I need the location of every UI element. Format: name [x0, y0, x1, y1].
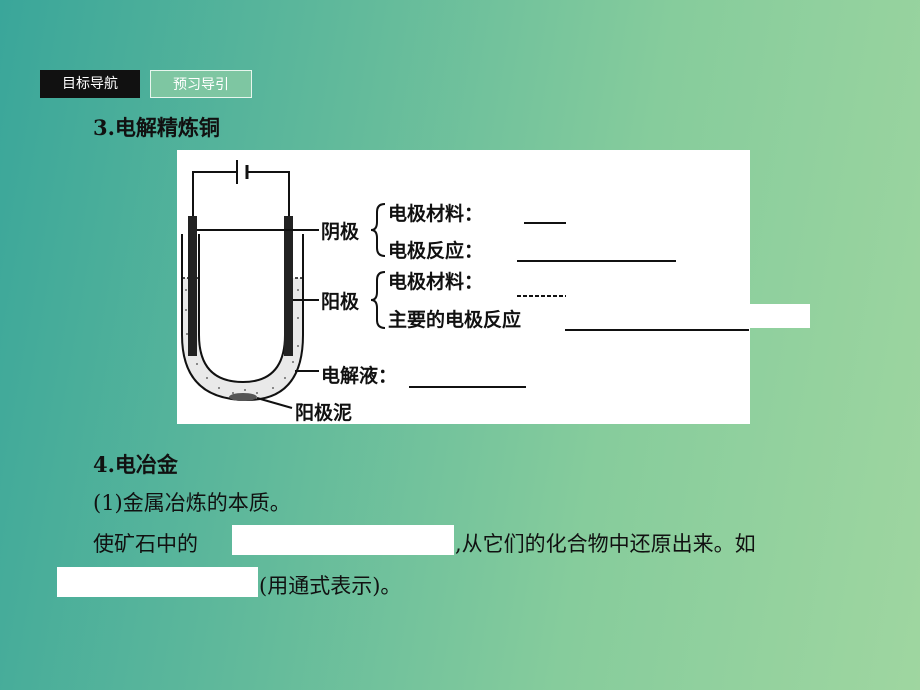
cathode-electrode — [188, 216, 197, 356]
circuit-wire — [192, 171, 290, 220]
tab-target-navigation[interactable]: 目标导航 — [40, 70, 140, 98]
cathode-label: 阴极 — [321, 221, 360, 243]
u-tube-inner — [198, 234, 286, 384]
cathode-reaction-label: 电极反应： — [388, 240, 484, 262]
anode-mud — [229, 393, 257, 401]
answer-blank-1 — [232, 525, 454, 555]
answer-blank-2 — [57, 567, 258, 597]
item-1-text: (1)金属冶炼的本质。 — [93, 491, 291, 515]
diagram-answer-cover — [748, 304, 810, 328]
section-3-title: 3.电解精炼铜 — [93, 115, 220, 140]
anode-mud-leader-line — [256, 397, 293, 409]
anode-label: 阳极 — [321, 291, 360, 313]
electrolyte-label: 电解液： — [321, 365, 398, 387]
cathode-material-label: 电极材料： — [388, 203, 484, 225]
electrolytic-refining-diagram: 阴极 电极材料： 电极反应： 阳极 电极材料： 主要的电极反应 电解液： 阳极泥 — [177, 150, 750, 424]
section-4-title: 4.电冶金 — [93, 452, 178, 477]
line-2-suffix: (用通式表示)。 — [259, 574, 402, 598]
anode-mud-label: 阳极泥 — [295, 402, 353, 424]
cathode-brace — [370, 203, 386, 257]
line-1-suffix: ,从它们的化合物中还原出来。如 — [455, 532, 756, 556]
tab-preview-guide[interactable]: 预习导引 — [150, 70, 252, 98]
anode-material-label: 电极材料： — [388, 271, 484, 293]
anode-electrode — [284, 216, 293, 356]
anode-brace — [370, 271, 386, 329]
battery-icon — [236, 160, 249, 184]
u-tube-electrolysis-figure — [181, 160, 749, 409]
anode-reaction-label: 主要的电极反应 — [388, 309, 522, 331]
line-1-prefix: 使矿石中的 — [93, 532, 198, 556]
